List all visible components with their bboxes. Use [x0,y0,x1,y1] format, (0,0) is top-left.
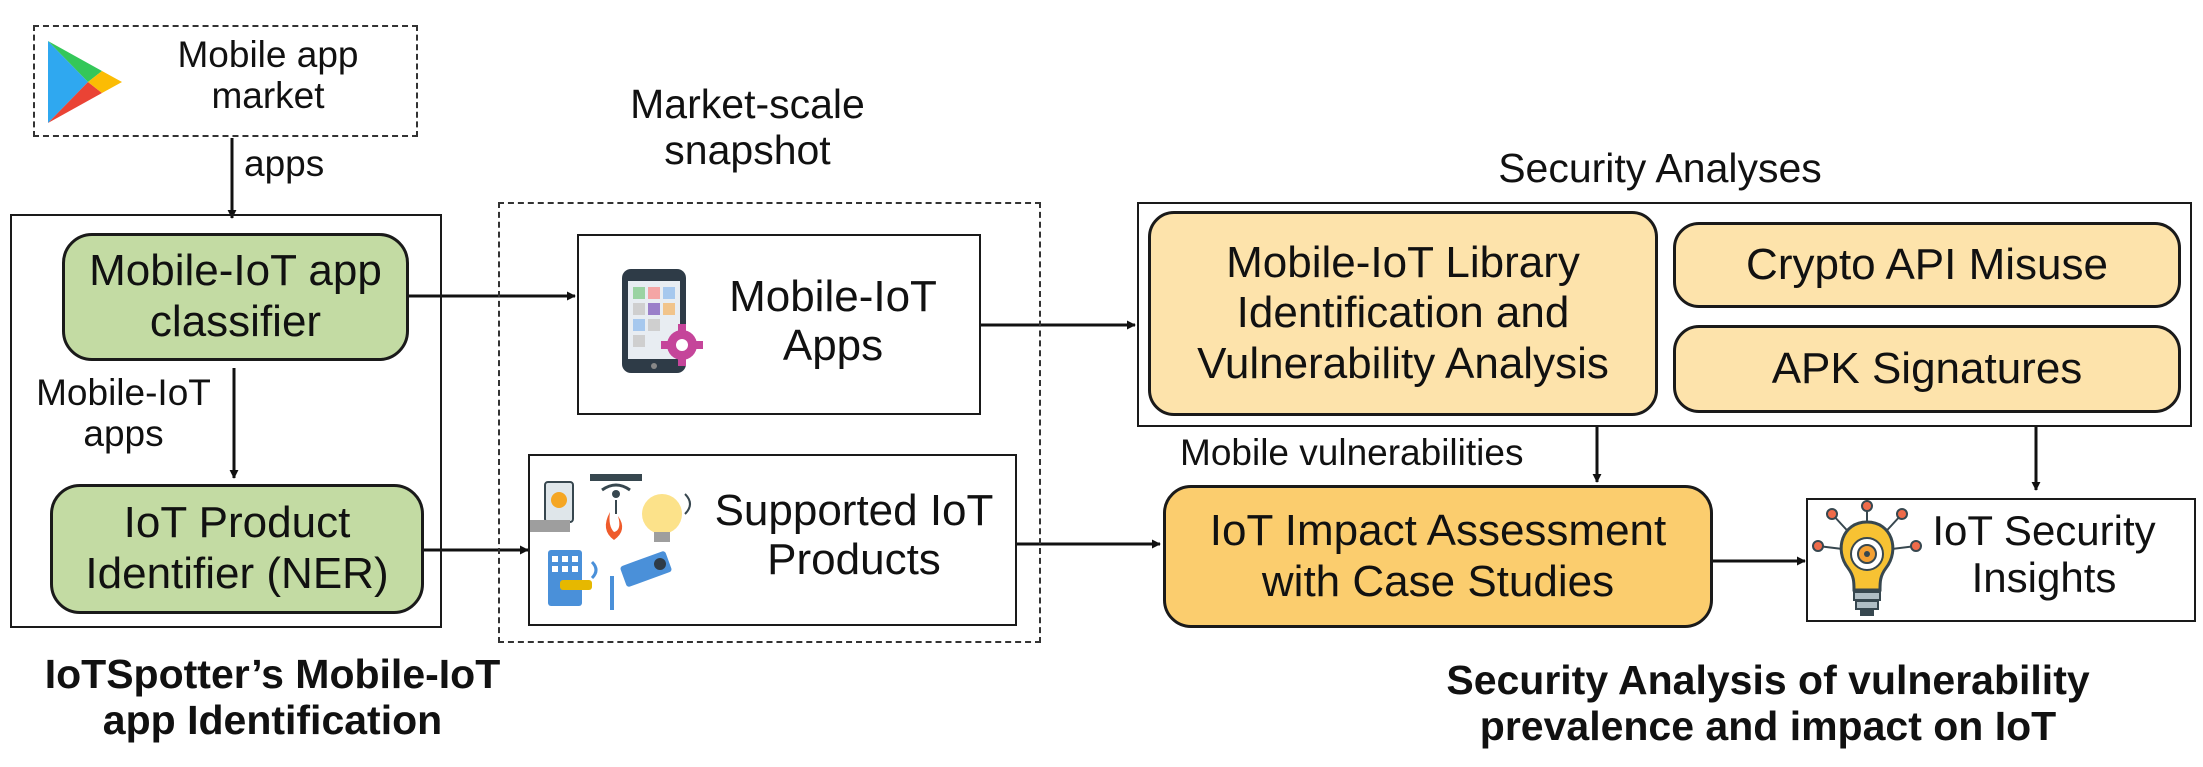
product-identifier-label: IoT Product Identifier (NER) [85,498,389,598]
smartphone-gear-icon [622,269,703,373]
library-vulnerability-box: Mobile-IoT Library Identification and Vu… [1148,211,1658,416]
security-analyses-title: Security Analyses [1498,145,1822,191]
impact-assessment-box: IoT Impact Assessment with Case Studies [1163,485,1713,628]
impact-assessment-label: IoT Impact Assessment with Case Studies [1209,505,1667,606]
mobile-iot-arrow-label: Mobile-IoT apps [36,372,211,455]
supported-products-box [528,454,1017,626]
lightbulb-insight-icon [1812,500,1922,616]
security-analyses-box [1137,202,2192,427]
snapshot-title: Market-scale snapshot [630,81,865,173]
identification-panel [10,214,442,628]
snapshot-box [498,202,1041,643]
iot-devices-icon [530,474,691,610]
crypto-misuse-box: Crypto API Misuse [1673,222,2181,308]
app-market-label: Mobile app market [177,34,359,117]
app-market-box [33,25,418,137]
app-classifier-box: Mobile-IoT app classifier [62,233,409,361]
apk-signatures-label: APK Signatures [1771,343,2083,393]
security-insights-label: IoT Security Insights [1932,507,2156,602]
mobile-vulnerabilities-label: Mobile vulnerabilities [1180,432,1524,473]
library-vulnerability-label: Mobile-IoT Library Identification and Vu… [1197,237,1609,388]
mobile-iot-apps-label: Mobile-IoT Apps [729,272,937,371]
play-store-icon [48,41,122,123]
apps-arrow-label: apps [244,143,325,184]
product-identifier-box: IoT Product Identifier (NER) [50,484,424,614]
supported-products-label: Supported IoT Products [714,486,994,585]
app-classifier-label: Mobile-IoT app classifier [89,246,382,346]
security-analysis-caption: Security Analysis of vulnerability preva… [1446,657,2090,749]
identification-caption: IoTSpotter’s Mobile-IoT app Identificati… [44,651,501,743]
apk-signatures-box: APK Signatures [1673,325,2181,413]
crypto-misuse-label: Crypto API Misuse [1746,239,2108,289]
